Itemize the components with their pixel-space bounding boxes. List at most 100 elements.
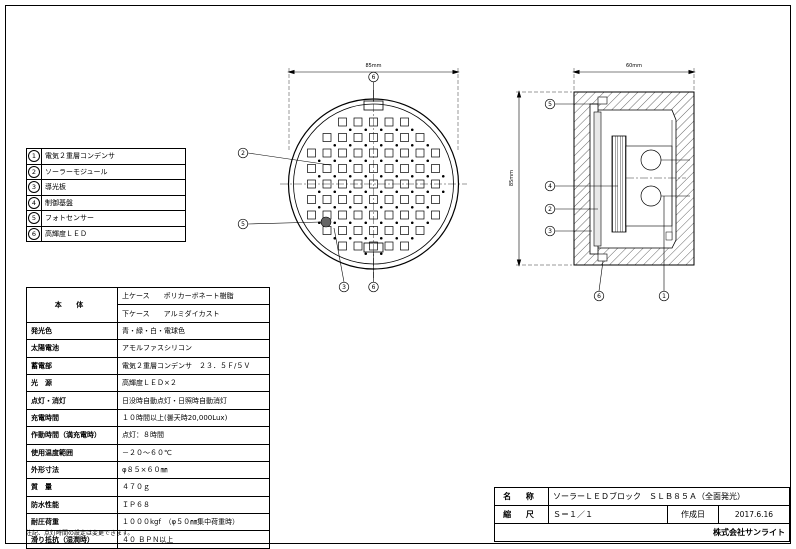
grid-dot — [317, 159, 321, 163]
solar-cell — [384, 133, 394, 142]
grid-dot — [348, 221, 352, 225]
part-number: 1 — [28, 150, 40, 163]
grid-dot — [395, 159, 399, 163]
grid-dot — [395, 128, 399, 132]
name-label: 名 称 — [494, 487, 549, 506]
spec-value: 青・緑・白・電球色 — [117, 321, 270, 341]
spec-label: 作動時間（満充電時） — [26, 426, 118, 445]
grid-dot — [333, 236, 337, 240]
spec-value: 電気２重層コンデンサ ２３．５Ｆ/５Ｖ — [117, 356, 270, 375]
part-label: フォトセンサー — [41, 210, 186, 227]
solar-module — [593, 111, 602, 247]
spec-value: φ８５×６０㎜ — [117, 460, 270, 480]
side-view — [516, 68, 696, 267]
solar-cell — [384, 117, 394, 127]
solar-cell — [322, 179, 332, 189]
spec-value: １０００kgf （φ５０㎜集中荷重時） — [117, 513, 270, 532]
solar-cell — [369, 195, 378, 204]
solar-cell — [431, 179, 440, 189]
spec-label: 光 源 — [26, 373, 118, 393]
solar-cell — [384, 195, 394, 204]
grid-dot — [364, 174, 368, 178]
spec-row: 滑り抵抗（湿潤時）４０ ＢＰＮ以上 — [26, 530, 270, 549]
front-callout-number: 6 — [372, 74, 376, 81]
grid-dot — [364, 143, 368, 147]
front-width-label: 85mm — [365, 63, 381, 69]
grid-dot — [410, 221, 414, 225]
spec-value: －２０～６０℃ — [117, 443, 270, 462]
spec-value: アモルファスシリコン — [117, 339, 270, 358]
side-callout-circle — [544, 225, 556, 237]
solar-cell — [353, 117, 363, 127]
solar-cell — [431, 210, 440, 220]
solar-cell — [431, 164, 440, 173]
grid-dot — [333, 221, 337, 225]
solar-cell — [353, 195, 363, 204]
grid-dot — [410, 236, 414, 240]
solar-cell — [307, 148, 316, 158]
grid-dot — [364, 190, 368, 194]
date-value: 2017.6.16 — [718, 505, 790, 524]
solar-cell — [415, 148, 425, 158]
solar-cell — [384, 164, 394, 173]
part-label: 制御基盤 — [41, 194, 186, 211]
lower-case-value: アルミダイカスト — [163, 309, 220, 318]
solar-cell — [415, 210, 425, 220]
spec-label: 滑り抵抗（湿潤時） — [26, 530, 118, 549]
lower-case-label: 下ケース — [122, 309, 150, 318]
capacitor-top — [640, 149, 662, 171]
spec-label: 点灯・消灯 — [26, 391, 118, 410]
spec-row: 太陽電池アモルファスシリコン — [26, 339, 270, 358]
grid-dot — [441, 174, 445, 178]
solar-cell — [338, 179, 347, 189]
spec-value: 日没時自動点灯・日照時自動消灯 — [117, 391, 270, 410]
spec-value: 高輝度ＬＥＤ×２ — [117, 373, 270, 393]
grid-dot — [426, 190, 430, 194]
spec-table: 本 体 上ケース ポリカーボネート樹脂 下ケース アルミダイカスト 発光色青・緑… — [26, 286, 270, 549]
grid-dot — [379, 174, 383, 178]
solar-cell — [384, 148, 394, 158]
spec-value: 上ケース ポリカーボネート樹脂 — [117, 286, 270, 306]
spec-value: 点灯：８時間 — [117, 426, 270, 445]
solar-cell — [415, 164, 425, 173]
side-led-bottom — [597, 253, 608, 262]
solar-cell — [322, 148, 332, 158]
scale-label: 縮 尺 — [494, 505, 549, 524]
spec-row: 本 体 上ケース ポリカーボネート樹脂 — [26, 286, 270, 323]
title-row: 縮 尺 Ｓ＝１／１ 作成日 2017.6.16 — [494, 505, 790, 524]
solar-cell — [400, 148, 409, 158]
front-callout-circle — [237, 147, 249, 159]
solar-cell — [307, 210, 316, 220]
grid-dot — [348, 143, 352, 147]
title-row: 名 称 ソーラーＬＥＤブロック ＳＬＢ８５Ａ（全面発光） — [494, 487, 790, 506]
grid-dot — [333, 143, 337, 147]
spec-label: 太陽電池 — [26, 339, 118, 358]
spec-label: 本 体 — [26, 287, 118, 323]
part-label: 電気２重層コンデンサ — [41, 148, 186, 165]
grid-dot — [379, 159, 383, 163]
spec-value: ４７０ｇ — [117, 478, 270, 497]
grid-dot — [379, 221, 383, 225]
solar-cell — [400, 195, 409, 204]
grid-dot — [410, 143, 414, 147]
grid-dot — [348, 190, 352, 194]
grid-dot — [348, 236, 352, 240]
solar-cell — [322, 195, 332, 204]
spec-row: 使用温度範囲－２０～６０℃ — [26, 443, 270, 462]
side-callout-number: 1 — [662, 293, 666, 300]
side-height-label: 85mm — [509, 170, 515, 186]
solar-cell — [338, 148, 347, 158]
front-leader-line — [247, 221, 322, 225]
solar-cell — [338, 117, 347, 127]
grid-dot — [317, 190, 321, 194]
solar-cell — [307, 164, 316, 173]
solar-cell — [353, 148, 363, 158]
solar-cell — [353, 241, 363, 251]
grid-dot — [410, 128, 414, 132]
front-callout-number: 5 — [241, 221, 245, 228]
solar-cell — [415, 133, 425, 142]
grid-dot — [395, 190, 399, 194]
solar-cell — [307, 195, 316, 204]
